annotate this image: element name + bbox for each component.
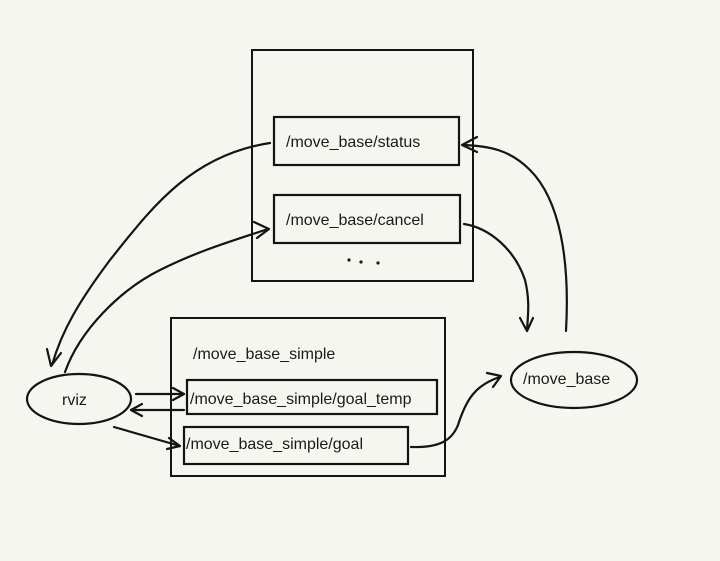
rviz-to-goal-arrow <box>112 425 182 451</box>
move-base-to-status-arrow <box>460 135 568 333</box>
status-topic-box <box>272 115 461 167</box>
cancel-topic-box <box>272 193 462 245</box>
rviz-node-label: rviz <box>62 392 87 409</box>
goal-temp-topic-label: /move_base_simple/goal_temp <box>190 391 412 408</box>
status-to-rviz-arrow <box>45 141 272 368</box>
move-base-node: /move_base <box>509 350 639 410</box>
move-base-topics-frame <box>251 49 474 282</box>
goal-temp-to-rviz-arrow <box>129 402 186 418</box>
rviz-to-goal-temp-arrow <box>134 386 186 402</box>
move-base-topics-group: /move_base/status /move_base/cancel <box>251 49 474 282</box>
cancel-topic-label: /move_base/cancel <box>286 212 424 229</box>
cancel-to-move-base-arrow <box>462 222 535 333</box>
move-base-node-label: /move_base <box>523 371 610 388</box>
status-topic-label: /move_base/status <box>286 134 420 151</box>
move-base-simple-title: /move_base_simple <box>193 346 335 363</box>
goal-topic-label: /move_base_simple/goal <box>186 436 363 453</box>
move-base-simple-frame <box>170 317 446 477</box>
move-base-simple-group: /move_base_simple /move_base_simple/goal… <box>170 317 446 477</box>
rviz-node-ellipse <box>25 372 133 426</box>
more-topics-ellipsis <box>347 258 380 265</box>
move-base-node-ellipse <box>509 350 639 410</box>
rviz-node: rviz <box>25 372 133 426</box>
goal-topic-box <box>182 425 410 466</box>
goal-to-move-base-arrow <box>409 371 503 449</box>
goal-temp-topic-box <box>185 378 439 416</box>
rviz-to-cancel-arrow <box>63 220 271 374</box>
